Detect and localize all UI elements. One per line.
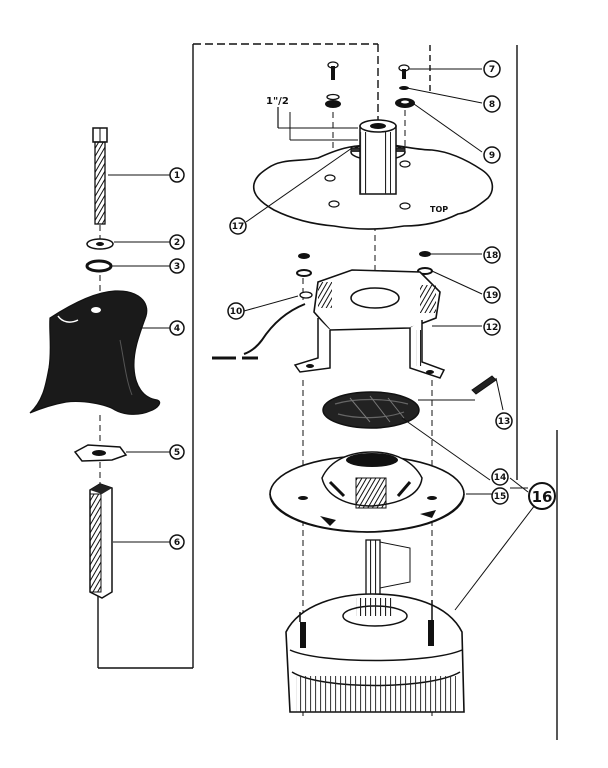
plate-marking: TOP: [430, 205, 448, 214]
svg-text:9: 9: [489, 151, 495, 161]
callout-15: 15: [491, 487, 509, 505]
svg-text:7: 7: [489, 65, 495, 75]
right-leader-lines: [243, 68, 536, 611]
svg-text:14: 14: [494, 473, 507, 483]
svg-text:4: 4: [174, 324, 180, 334]
svg-text:10: 10: [230, 307, 243, 317]
dimension-mark: 1"/2: [266, 96, 358, 141]
drive-bar-part: [89, 483, 113, 599]
svg-text:12: 12: [486, 323, 499, 333]
washer-part: [86, 238, 114, 250]
motor-shaft-part: [365, 539, 411, 605]
svg-text:3: 3: [174, 262, 180, 272]
callout-16-large: 16: [528, 482, 556, 510]
svg-text:15: 15: [494, 492, 507, 502]
callout-1: 1: [169, 167, 185, 183]
svg-text:17: 17: [232, 222, 245, 232]
svg-text:5: 5: [174, 448, 180, 458]
left-leader-lines: [108, 174, 170, 543]
callout-9: 9: [483, 146, 501, 164]
top-screw-left: [325, 61, 341, 108]
svg-text:19: 19: [486, 291, 499, 301]
motor-housing-part: [285, 593, 465, 713]
shaft-hub-part: [350, 119, 406, 195]
top-screw-right: [395, 64, 415, 108]
svg-text:6: 6: [174, 538, 180, 548]
svg-text:16: 16: [532, 488, 553, 506]
callout-10: 10: [227, 302, 245, 320]
nut-plate-part: [73, 444, 128, 462]
callout-13: 13: [495, 412, 513, 430]
pin-part: [471, 375, 497, 395]
assembly-frame-lines: [97, 43, 558, 740]
svg-text:18: 18: [486, 251, 499, 261]
screen-disc-part: [322, 391, 420, 429]
callout-12: 12: [483, 318, 501, 336]
callout-6: 6: [169, 534, 185, 550]
callout-4: 4: [169, 320, 185, 336]
callout-18: 18: [483, 246, 501, 264]
callout-2: 2: [169, 234, 185, 250]
washers-bracket-left: [296, 253, 313, 299]
cutter-blade-part: [29, 290, 161, 415]
callout-5: 5: [169, 444, 185, 460]
bolt-part: [92, 127, 108, 225]
svg-text:13: 13: [498, 417, 511, 427]
dimension-label: 1"/2: [266, 96, 289, 107]
callout-17: 17: [229, 217, 247, 235]
callout-7: 7: [483, 60, 501, 78]
svg-text:8: 8: [489, 100, 495, 110]
callout-3: 3: [169, 258, 185, 274]
callout-14: 14: [491, 468, 509, 486]
svg-text:2: 2: [174, 238, 180, 248]
callout-19: 19: [483, 286, 501, 304]
motor-bracket-part: [293, 269, 446, 379]
shredder-plate-part: [269, 451, 465, 533]
wire-lead: [212, 303, 306, 360]
callout-8: 8: [483, 95, 501, 113]
lock-washer-part: [85, 259, 113, 273]
washers-bracket-right: [417, 251, 433, 275]
svg-text:1: 1: [174, 171, 180, 181]
